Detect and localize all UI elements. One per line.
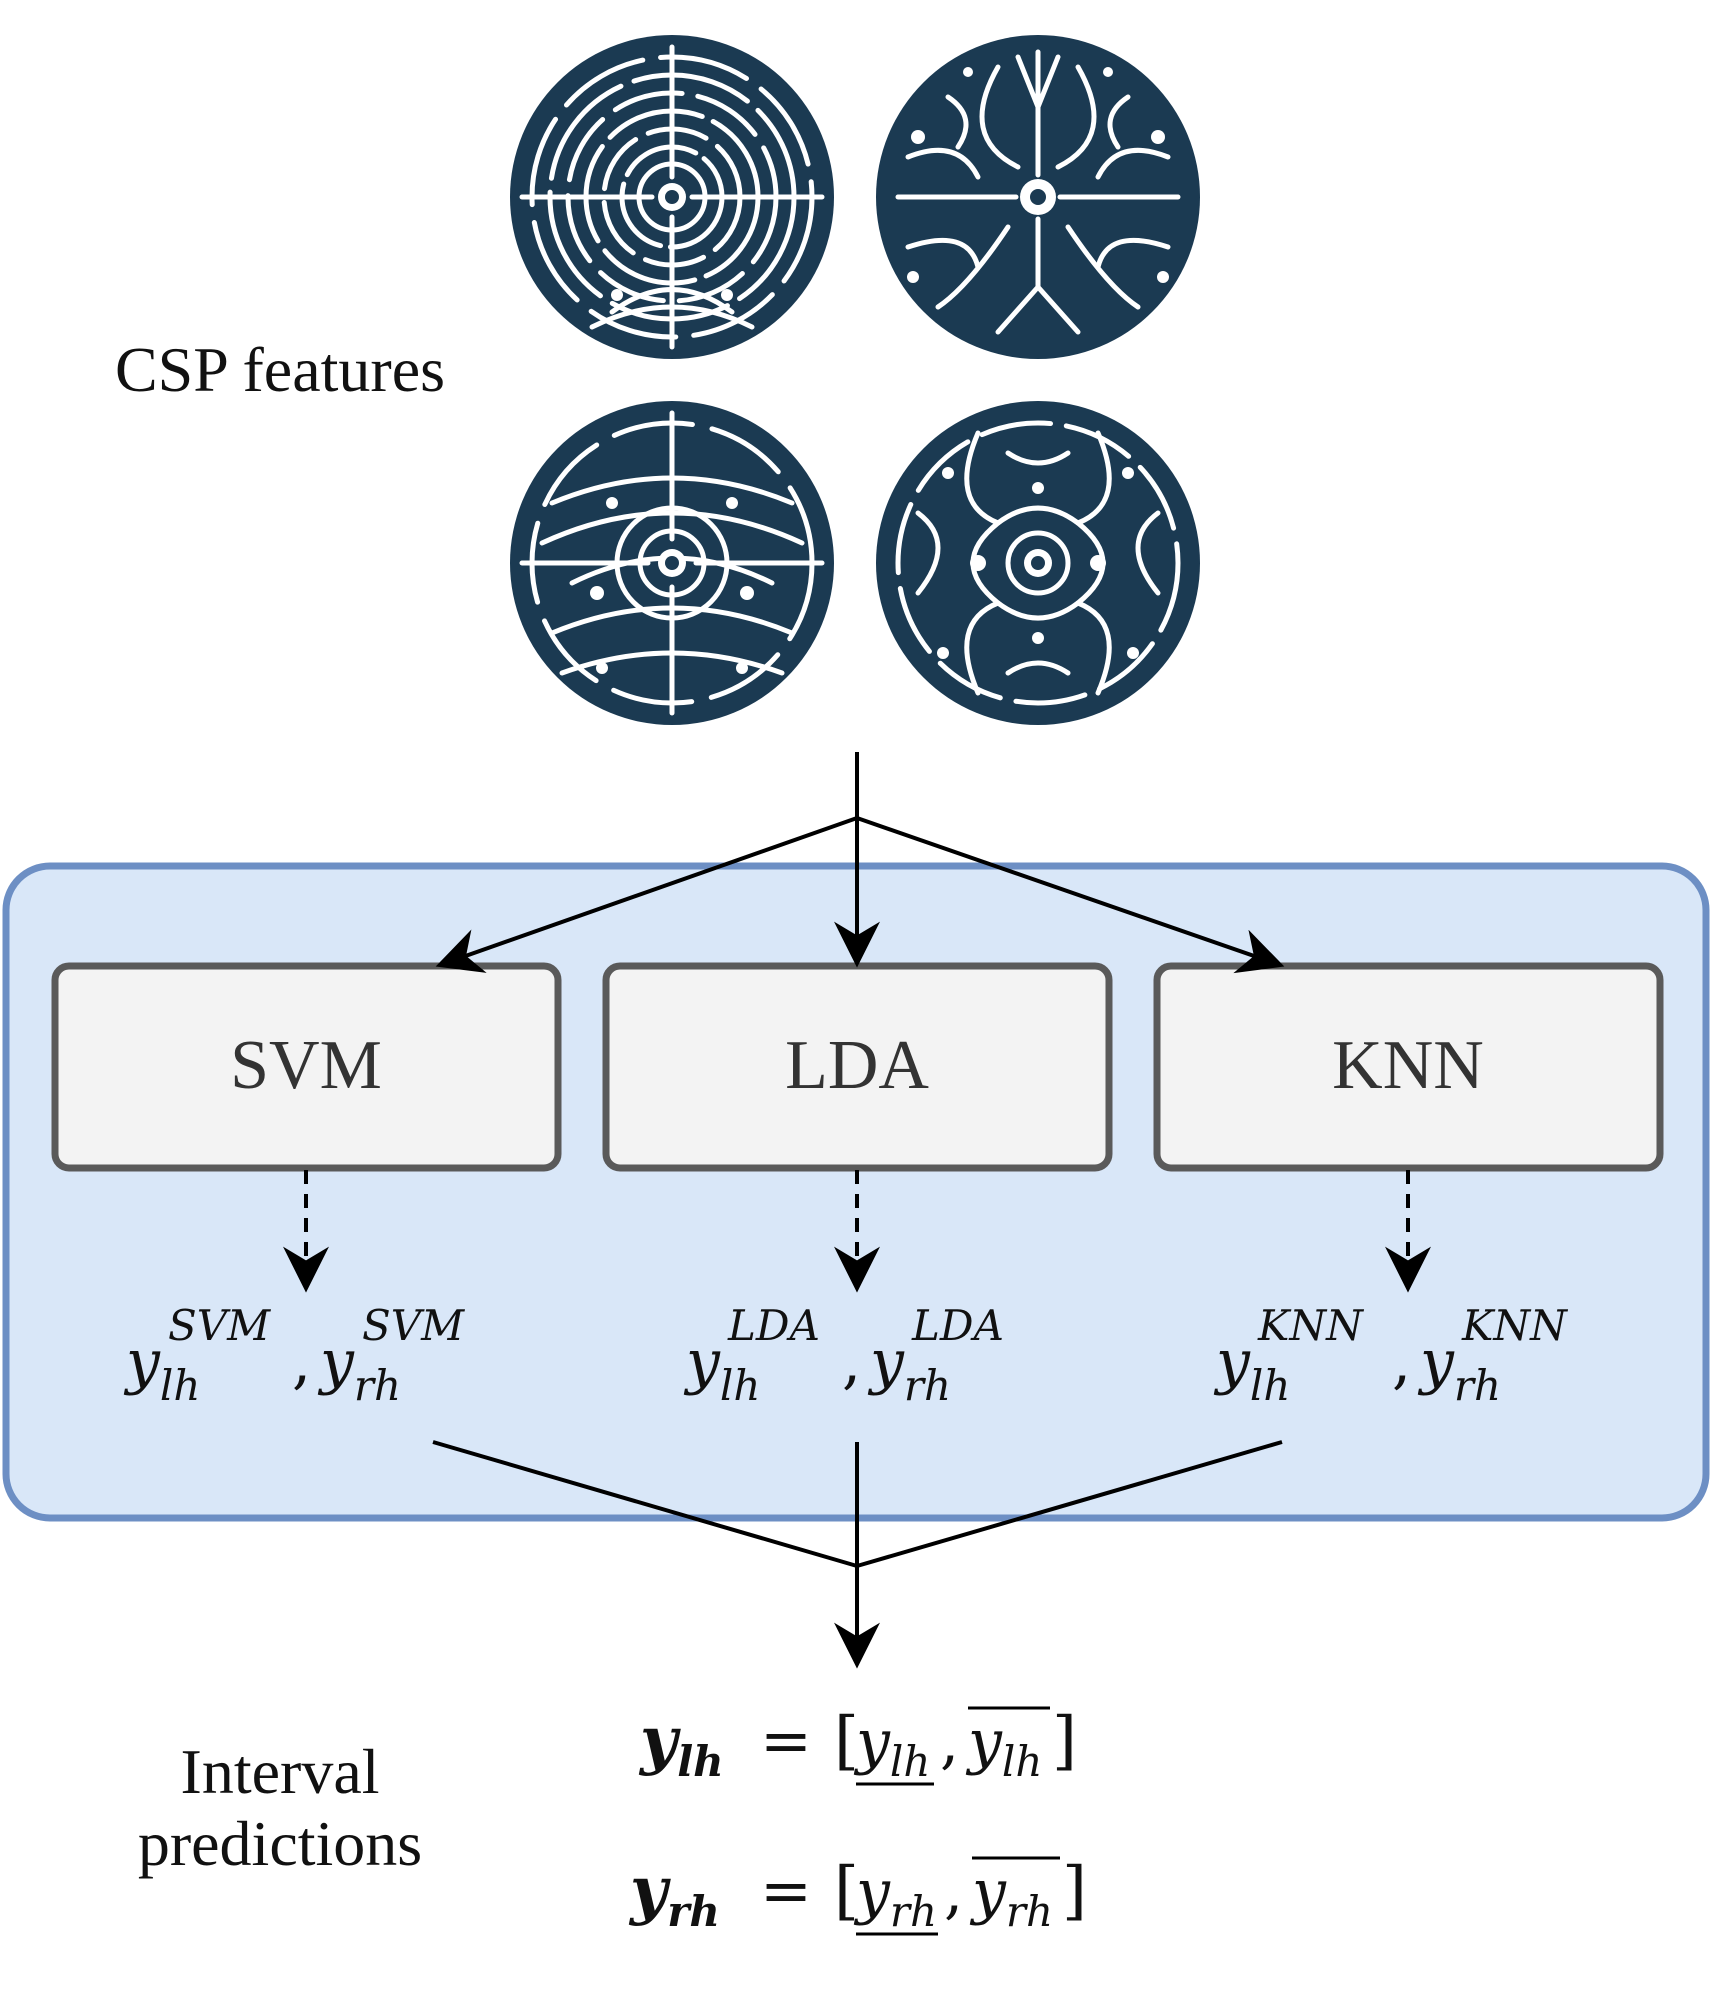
svg-text:LDA: LDA bbox=[911, 1301, 1004, 1350]
svg-text:[: [ bbox=[834, 1854, 859, 1928]
svg-text:,: , bbox=[842, 1327, 861, 1397]
svg-text:ylh: ylh bbox=[123, 1327, 200, 1410]
svg-text:ylh: ylh bbox=[683, 1327, 760, 1410]
merge-line-knn bbox=[856, 1440, 1283, 1568]
svg-text:]: ] bbox=[1062, 1854, 1087, 1928]
svg-text:,: , bbox=[944, 1857, 963, 1927]
csp-pattern-4-icon bbox=[876, 401, 1200, 725]
svg-text:KNN: KNN bbox=[1257, 1301, 1364, 1350]
svg-text:=: = bbox=[760, 1854, 812, 1927]
equation-lh: ylh = [ ylh , ylh ] bbox=[638, 1703, 1077, 1786]
lda-label: LDA bbox=[785, 1027, 929, 1104]
svg-text:yrh: yrh bbox=[969, 1857, 1053, 1936]
merge-line-svm bbox=[432, 1440, 858, 1568]
csp-pattern-3-icon bbox=[510, 401, 834, 725]
equation-rh: yrh = [ yrh , yrh ] bbox=[628, 1853, 1087, 1936]
interval-predictions-label: Interval predictions bbox=[60, 1736, 500, 1879]
svg-text:yrh: yrh bbox=[317, 1327, 401, 1410]
knn-output: ylh KNN , yrh KNN bbox=[1213, 1301, 1568, 1410]
lda-output: ylh LDA , yrh LDA bbox=[683, 1301, 1004, 1410]
svg-text:SVM: SVM bbox=[362, 1301, 465, 1350]
svg-text:SVM: SVM bbox=[168, 1301, 271, 1350]
svg-text:=: = bbox=[760, 1704, 812, 1777]
csp-features-label: CSP features bbox=[114, 334, 446, 405]
svg-text:ylh: ylh bbox=[1213, 1327, 1290, 1410]
svg-text:,: , bbox=[1392, 1327, 1411, 1397]
svg-text:,: , bbox=[940, 1707, 959, 1777]
svg-text:yrh: yrh bbox=[853, 1857, 937, 1936]
svg-text:LDA: LDA bbox=[727, 1301, 820, 1350]
arrow-to-svm bbox=[435, 816, 858, 973]
svg-text:ylh: ylh bbox=[853, 1707, 930, 1786]
svg-text:[: [ bbox=[834, 1704, 859, 1778]
svg-text:KNN: KNN bbox=[1461, 1301, 1568, 1350]
knn-classifier-box: KNN bbox=[1153, 962, 1664, 1172]
svg-text:ylh: ylh bbox=[965, 1707, 1042, 1786]
svg-text:yrh: yrh bbox=[1417, 1327, 1501, 1410]
csp-pattern-2-icon bbox=[876, 35, 1200, 359]
svg-text:ylh: ylh bbox=[638, 1703, 724, 1786]
svg-text:]: ] bbox=[1052, 1704, 1077, 1778]
svg-text:,: , bbox=[292, 1327, 311, 1397]
svm-label: SVM bbox=[230, 1027, 382, 1104]
svg-text:yrh: yrh bbox=[628, 1853, 720, 1936]
svm-output: ylh SVM , yrh SVM bbox=[123, 1301, 465, 1410]
svm-classifier-box: SVM bbox=[51, 962, 562, 1172]
interval-predictions-line1: Interval bbox=[180, 1736, 380, 1807]
lda-classifier-box: LDA bbox=[602, 962, 1113, 1172]
knn-label: KNN bbox=[1332, 1027, 1484, 1104]
svg-text:yrh: yrh bbox=[867, 1327, 951, 1410]
interval-predictions-line2: predictions bbox=[137, 1807, 423, 1879]
csp-pattern-1-icon bbox=[510, 35, 834, 359]
arrow-to-knn bbox=[856, 816, 1285, 974]
